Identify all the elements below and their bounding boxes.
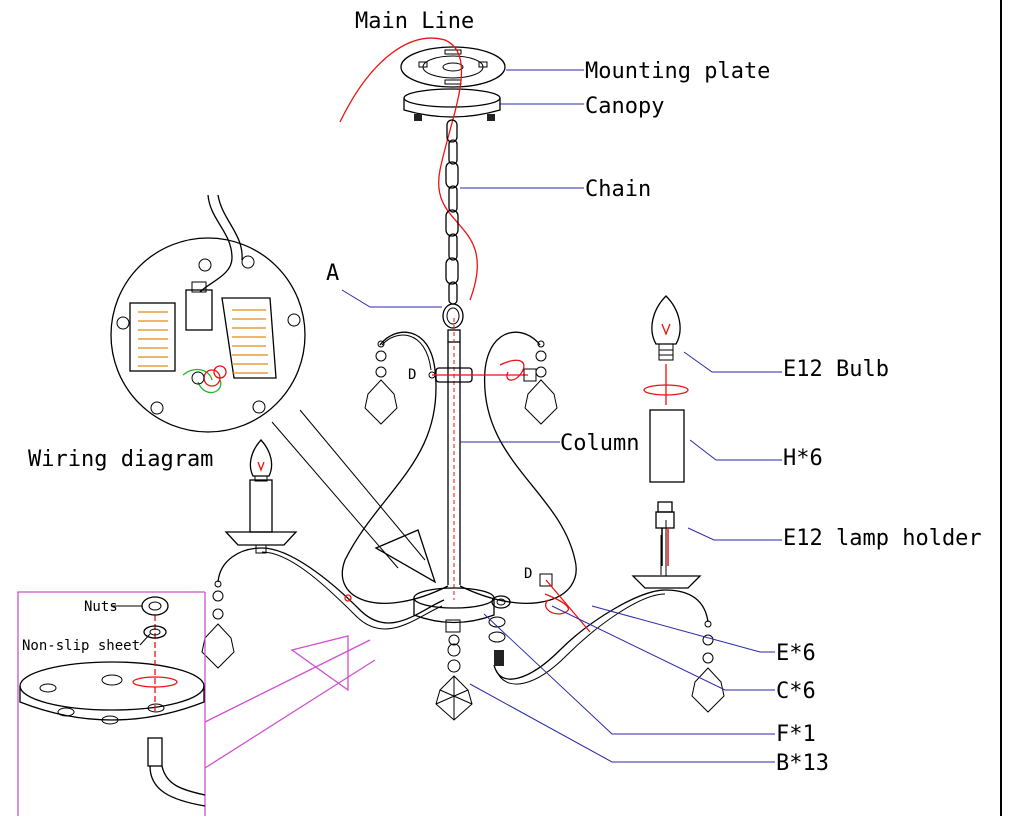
main-line-wire xyxy=(339,37,478,301)
b13-label: B*13 xyxy=(776,751,829,776)
d-label-left: D xyxy=(408,367,416,383)
wiring-diagram-label: Wiring diagram xyxy=(28,447,213,472)
wiring-diagram-inset xyxy=(110,194,306,433)
inset-frame xyxy=(17,591,376,816)
inset-nut xyxy=(141,596,169,616)
chain xyxy=(445,119,459,305)
non-slip-sheet-label: Non-slip sheet xyxy=(22,638,140,654)
right-candle-cup xyxy=(631,520,702,589)
d-screw-left xyxy=(428,359,537,382)
left-hook-arm xyxy=(341,331,449,604)
d-screw-right xyxy=(539,573,591,633)
main-line-label: Main Line xyxy=(355,9,474,34)
inset-non-slip-sheet xyxy=(143,625,167,639)
a-loop-ring xyxy=(442,303,464,329)
right-hook-arm xyxy=(459,331,577,604)
canopy xyxy=(403,88,501,121)
mounting-plate-label: Mounting plate xyxy=(585,59,770,84)
e12-bulb xyxy=(643,295,689,405)
column-label: Column xyxy=(560,431,639,456)
h-candle-sleeve xyxy=(649,409,685,483)
wiring-arrow xyxy=(271,409,437,584)
inset-canopy-base xyxy=(19,615,206,807)
chain-label: Chain xyxy=(585,177,651,202)
c6-label: C*6 xyxy=(776,679,816,704)
leader-lines xyxy=(112,69,782,763)
right-arm xyxy=(493,589,725,713)
canopy-label: Canopy xyxy=(585,94,664,119)
e12-lamp-holder xyxy=(655,501,675,566)
h6-label: H*6 xyxy=(783,446,823,471)
e6-label: E*6 xyxy=(776,641,816,666)
mounting-plate xyxy=(400,46,506,88)
f1-label: F*1 xyxy=(776,722,816,747)
f-nut-and-washer xyxy=(488,595,511,643)
a-label: A xyxy=(326,261,339,286)
left-candle xyxy=(224,439,298,554)
column xyxy=(435,318,473,600)
center-crystal-drop xyxy=(435,634,473,721)
e12-lamp-holder-label: E12 lamp holder xyxy=(783,526,982,551)
d-label-right: D xyxy=(524,566,532,582)
e12-bulb-label: E12 Bulb xyxy=(783,357,889,382)
nuts-label: Nuts xyxy=(84,599,118,615)
